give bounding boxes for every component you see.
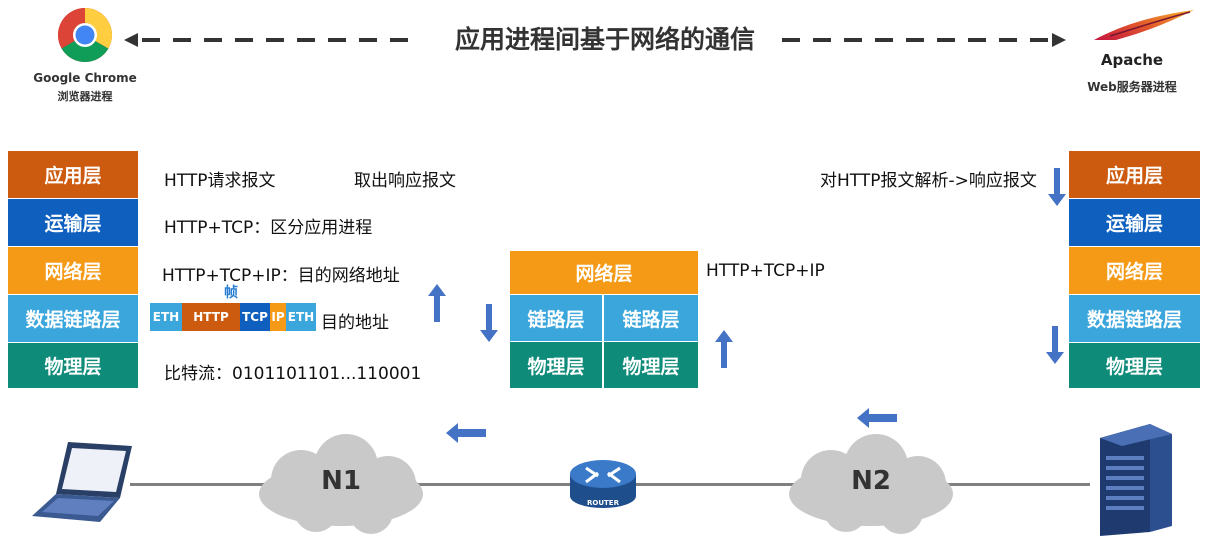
- frame-label: 帧: [224, 285, 238, 301]
- down-arrow-icon: [480, 304, 498, 342]
- router-label: ROUTER: [587, 499, 619, 507]
- laptop-icon: [28, 438, 138, 528]
- router-link-layer-right: 链路层: [604, 295, 698, 342]
- left-network-layer: 网络层: [8, 247, 138, 295]
- apache-name: Apache: [1100, 51, 1164, 69]
- page-title: 应用进程间基于网络的通信: [454, 25, 755, 54]
- chrome-name: Google Chrome: [33, 71, 137, 85]
- dashed-arrow-line: [124, 33, 1066, 47]
- right-transport-layer: 运输层: [1069, 199, 1200, 247]
- left-datalink-layer: 数据链路层: [8, 295, 138, 343]
- up-arrow-icon: [428, 284, 446, 322]
- server-parse-label: 对HTTP报文解析->响应报文: [820, 171, 1037, 191]
- chrome-caption: 浏览器进程: [57, 90, 113, 103]
- router-physical-layer-right: 物理层: [604, 342, 698, 389]
- apache-feather-icon: [1090, 6, 1200, 46]
- left-physical-layer: 物理层: [8, 343, 138, 389]
- cloud-n1-label: N1: [321, 466, 361, 496]
- http-tcp-ip-label: HTTP+TCP+IP：目的网络地址: [162, 266, 400, 286]
- up-arrow-icon: [715, 330, 733, 368]
- frame-eth-tail: ETH: [286, 303, 316, 331]
- router-network-layer: 网络层: [510, 251, 698, 295]
- bitstream-label: 比特流：0101101101...110001: [164, 364, 422, 384]
- router-http-tcp-ip-label: HTTP+TCP+IP: [706, 261, 825, 281]
- frame-eth-head: ETH: [150, 303, 182, 331]
- left-application-layer: 应用层: [8, 151, 138, 199]
- chrome-icon: [57, 7, 113, 63]
- right-application-layer: 应用层: [1069, 151, 1200, 199]
- right-physical-layer: 物理层: [1069, 343, 1200, 389]
- down-arrow-icon: [1046, 326, 1064, 364]
- frame-ip: IP: [270, 303, 286, 331]
- frame-http: HTTP: [182, 303, 240, 331]
- http-request-label: HTTP请求报文: [164, 171, 276, 191]
- http-tcp-label: HTTP+TCP：区分应用进程: [164, 218, 373, 238]
- router-link-layer-left: 链路层: [510, 295, 603, 342]
- take-response-label: 取出响应报文: [354, 171, 456, 191]
- cloud-n2-label: N2: [851, 466, 891, 496]
- apache-caption: Web服务器进程: [1087, 80, 1177, 94]
- left-arrow-icon: [446, 423, 486, 443]
- cloud-n2: [776, 432, 966, 537]
- router-physical-layer-left: 物理层: [510, 342, 603, 389]
- frame-tcp: TCP: [240, 303, 270, 331]
- router-icon: [568, 456, 638, 512]
- server-icon: [1092, 420, 1176, 538]
- left-transport-layer: 运输层: [8, 199, 138, 247]
- right-datalink-layer: 数据链路层: [1069, 295, 1200, 343]
- cloud-n1: [246, 432, 436, 537]
- right-network-layer: 网络层: [1069, 247, 1200, 295]
- dest-addr-label: 目的地址: [321, 313, 389, 333]
- down-arrow-icon: [1048, 168, 1066, 206]
- left-arrow-icon: [857, 408, 897, 428]
